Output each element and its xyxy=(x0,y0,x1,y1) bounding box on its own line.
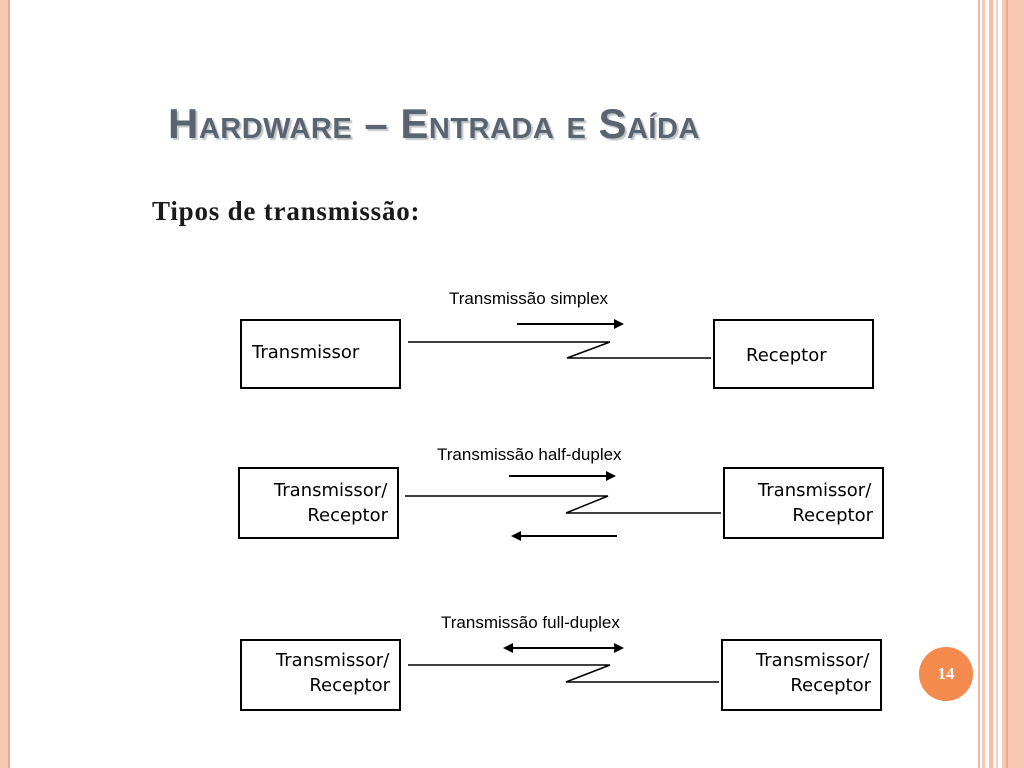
half-duplex-link-line xyxy=(405,495,721,514)
half-duplex-left-label: Transmissor/ Receptor xyxy=(273,480,393,526)
slide-title: Hardware – Entrada e Saída xyxy=(168,100,700,147)
slide-subtitle: Tipos de transmissão: xyxy=(152,196,421,226)
full-duplex-right-label: Transmissor/ Receptor xyxy=(755,650,875,696)
half-duplex-right-label: Transmissor/ Receptor xyxy=(757,480,877,526)
half-duplex-left-box xyxy=(238,467,399,539)
full-duplex-caption: Transmissão full-duplex xyxy=(441,613,620,632)
simplex-receiver-box xyxy=(713,319,874,389)
full-duplex-link-line xyxy=(408,664,719,683)
full-duplex-left-box xyxy=(240,639,401,711)
half-duplex-right-box xyxy=(723,467,884,539)
simplex-receiver-label: Receptor xyxy=(746,345,827,366)
half-duplex-caption: Transmissão half-duplex xyxy=(437,445,622,464)
simplex-caption: Transmissão simplex xyxy=(449,289,609,308)
half-duplex-diagram: Transmissão half-duplex Transmissor/ Rec… xyxy=(238,445,884,541)
simplex-link-line xyxy=(408,341,711,359)
simplex-transmitter-box xyxy=(240,319,401,389)
simplex-diagram: Transmissão simplex Transmissor Receptor xyxy=(240,289,874,389)
full-duplex-left-label: Transmissor/ Receptor xyxy=(275,650,395,696)
left-decorative-stripe xyxy=(0,0,10,768)
full-duplex-right-box xyxy=(721,639,882,711)
full-duplex-diagram: Transmissão full-duplex Transmissor/ Rec… xyxy=(240,613,882,711)
page-number-badge: 14 xyxy=(919,647,973,701)
right-decorative-stripes xyxy=(978,0,1024,768)
simplex-transmitter-label: Transmissor xyxy=(251,342,360,363)
